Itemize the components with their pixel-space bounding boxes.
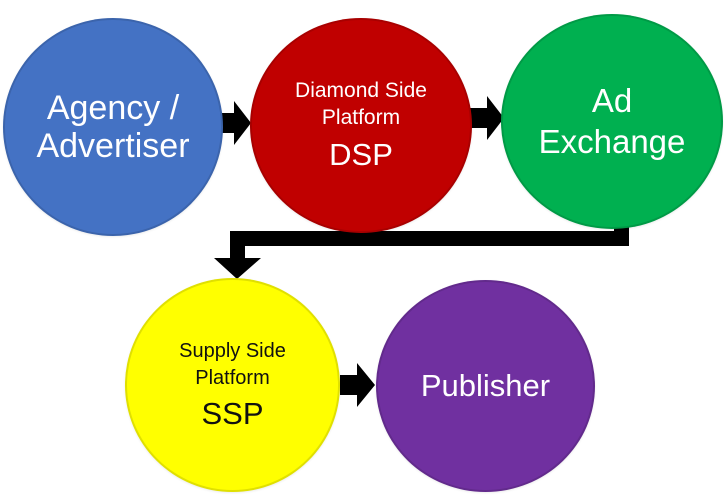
agency-label-line2: Advertiser bbox=[36, 127, 190, 165]
dsp-label-abbrev: DSP bbox=[329, 137, 393, 173]
arrow-ad-exchange-to-ssp bbox=[214, 222, 629, 279]
ssp-label-abbrev: SSP bbox=[201, 396, 264, 432]
dsp-label-line1: Diamond Side bbox=[295, 79, 427, 103]
ssp-label-line2: Platform bbox=[195, 366, 270, 389]
arrow-dsp-to-ad-exchange bbox=[470, 96, 504, 140]
ssp-label-line1: Supply Side bbox=[179, 340, 286, 363]
agency-advertiser-node: Agency / Advertiser bbox=[3, 18, 223, 236]
arrow-ssp-to-publisher bbox=[340, 363, 375, 407]
ssp-node: Supply Side Platform SSP bbox=[125, 278, 340, 492]
agency-label-line1: Agency / bbox=[46, 88, 180, 127]
dsp-label-line2: Platform bbox=[321, 106, 401, 130]
ad-exchange-label-line2: Exchange bbox=[538, 122, 686, 160]
publisher-node: Publisher bbox=[376, 280, 595, 492]
ad-exchange-label-line1: Ad bbox=[591, 82, 633, 120]
dsp-node: Diamond Side Platform DSP bbox=[250, 18, 472, 233]
ad-exchange-node: Ad Exchange bbox=[501, 14, 723, 229]
publisher-label: Publisher bbox=[420, 367, 551, 403]
